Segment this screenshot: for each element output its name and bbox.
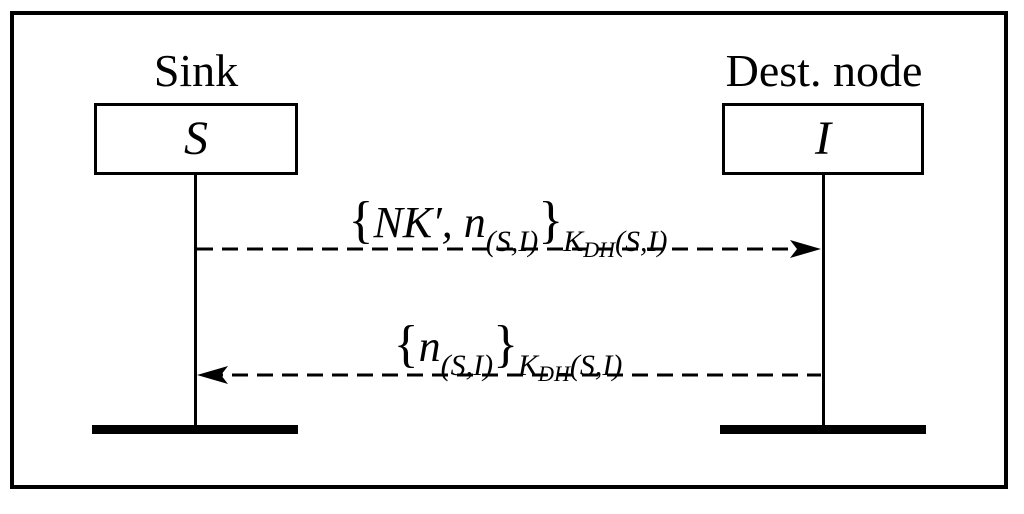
terminator-dest-node: [720, 425, 926, 434]
content-subscript: (S,I): [440, 349, 494, 382]
message-label-request: { NK′, n (S,I) } K DH (S,I): [348, 192, 667, 261]
key-subscript: DH: [583, 237, 616, 262]
key-subscript: DH: [538, 361, 570, 386]
participant-box-dest-node: I: [722, 103, 924, 175]
arrowhead-left-icon: [197, 366, 228, 384]
message-label-response: { n (S,I) } K DH (S,I): [393, 316, 623, 385]
participant-name-sink: Sink: [153, 45, 239, 96]
open-brace: {: [393, 316, 419, 373]
terminator-sink: [92, 425, 298, 434]
participant-box-sink: S: [94, 103, 298, 175]
key-symbol: K: [563, 225, 584, 258]
close-brace: }: [493, 316, 519, 373]
participant-name-dest-node: Dest. node: [725, 45, 923, 96]
arrowhead-right-icon: [790, 240, 821, 258]
key-args: (S,I): [615, 225, 668, 258]
message-arrow-request: [197, 240, 821, 258]
close-brace: }: [538, 192, 564, 249]
key-args: (S,I): [569, 349, 623, 382]
message-arrow-response: [197, 366, 821, 384]
lifeline-sink: [194, 175, 197, 427]
open-brace: {: [348, 192, 374, 249]
diagram-frame: [10, 11, 1008, 489]
key-symbol: K: [518, 349, 539, 382]
lifeline-dest-node: [822, 175, 825, 427]
participant-id-dest-node: I: [815, 112, 831, 165]
content-subscript: (S,I): [485, 225, 539, 258]
message-content: NK′, n: [373, 198, 486, 247]
participant-id-sink: S: [184, 112, 208, 165]
message-content: n: [418, 322, 441, 371]
